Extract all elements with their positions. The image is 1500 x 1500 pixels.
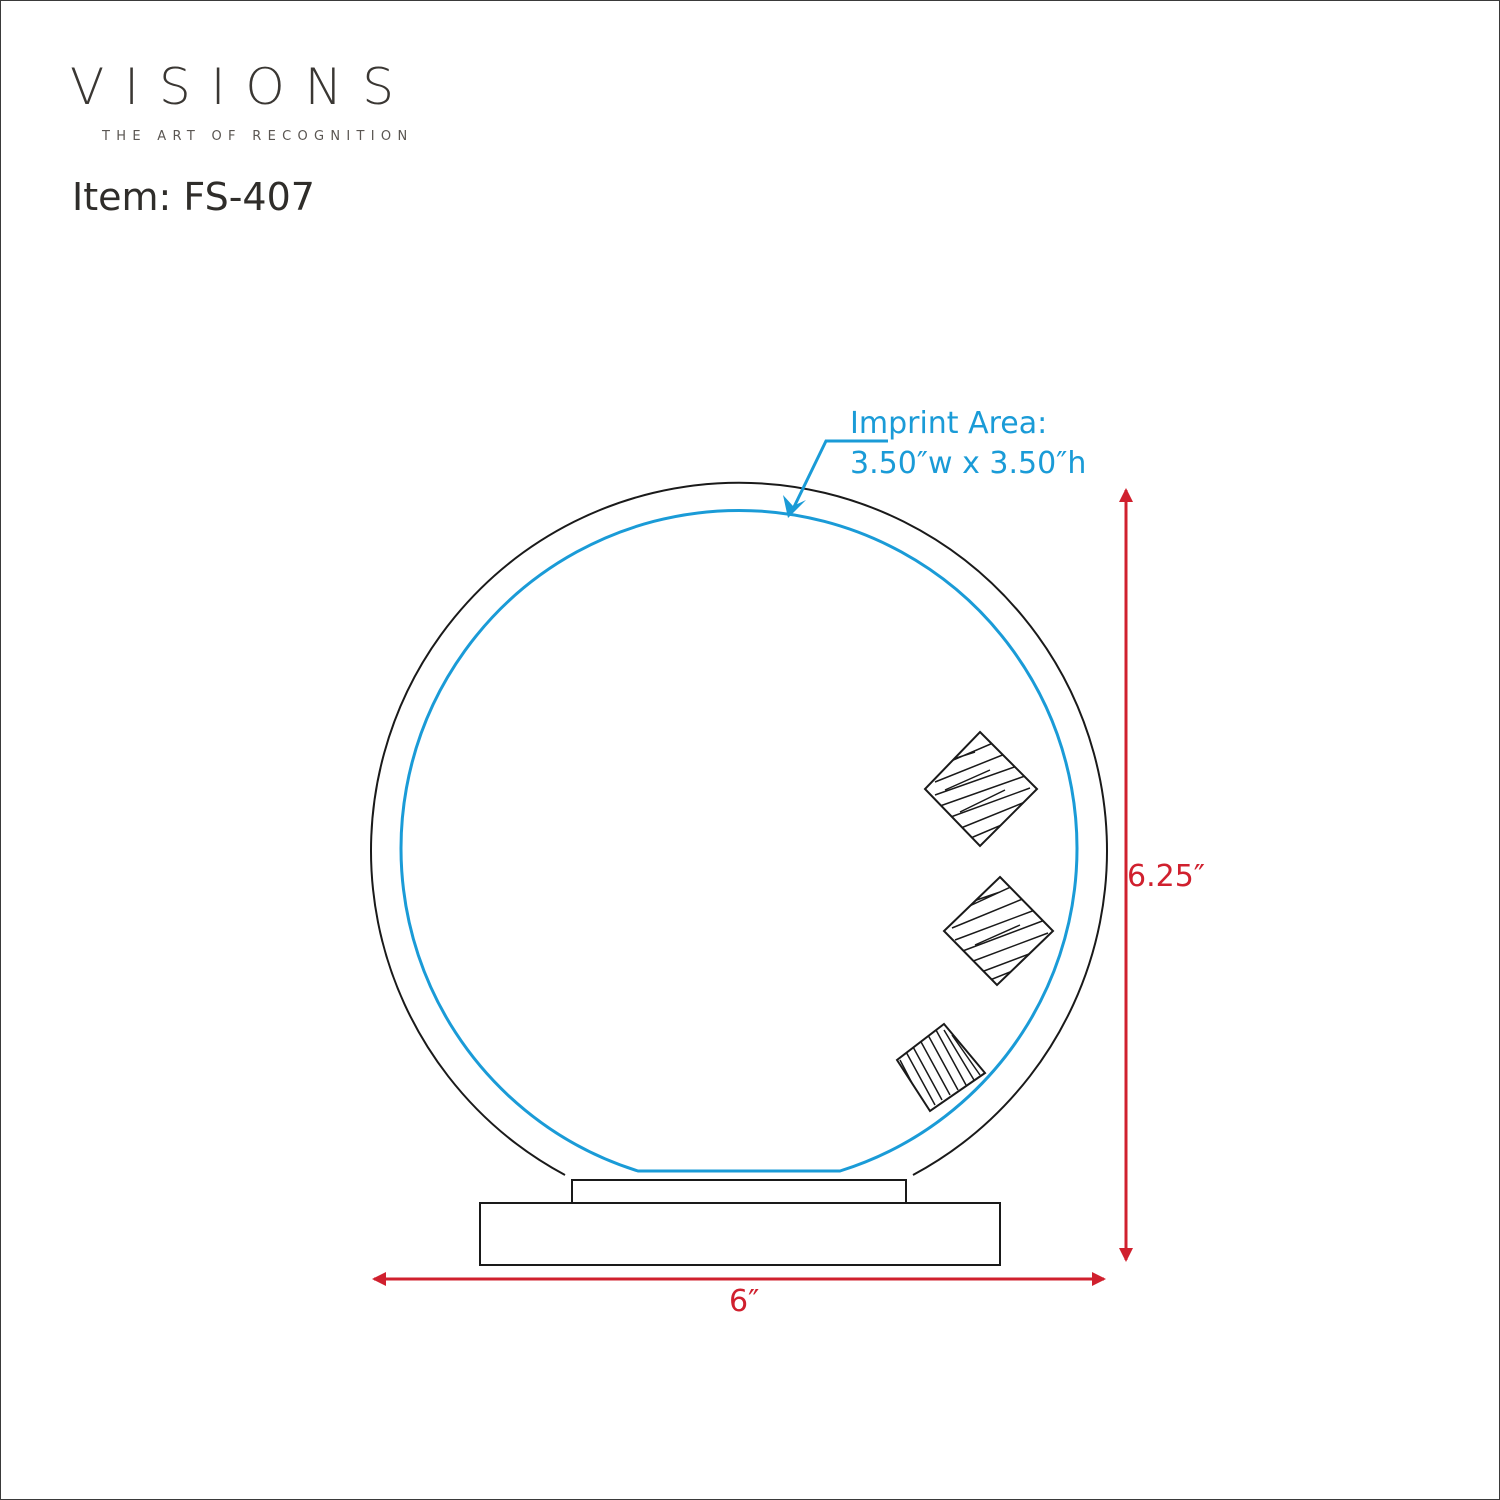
brand-tagline: THE ART OF RECOGNITION bbox=[102, 129, 414, 144]
callout-leader-line bbox=[791, 439, 888, 510]
gem-decoration-bottom bbox=[895, 1022, 987, 1113]
gem-decoration-middle bbox=[942, 875, 1055, 987]
width-dimension: 6″ bbox=[372, 1272, 1106, 1319]
item-number: FS-407 bbox=[183, 175, 315, 219]
imprint-area-outline bbox=[399, 508, 1079, 1173]
imprint-area-size: 3.50″w x 3.50″h bbox=[850, 446, 1086, 481]
brand-logo-text: VISIONS bbox=[70, 58, 414, 116]
item-title: Item: FS-407 bbox=[72, 178, 315, 216]
imprint-area-title: Imprint Area: bbox=[850, 406, 1047, 441]
width-dimension-label: 6″ bbox=[729, 1284, 759, 1319]
award-outline bbox=[370, 481, 1108, 1176]
callout-arrowhead bbox=[783, 495, 806, 518]
height-dimension-label: 6.25″ bbox=[1127, 859, 1205, 894]
gem-decoration-top bbox=[923, 730, 1039, 848]
award-base bbox=[479, 1202, 1001, 1266]
imprint-area-callout: Imprint Area: 3.50″w x 3.50″h bbox=[783, 406, 1086, 518]
item-label: Item: bbox=[72, 175, 172, 219]
height-dimension: 6.25″ bbox=[1119, 488, 1205, 1262]
award-collar bbox=[571, 1179, 907, 1205]
